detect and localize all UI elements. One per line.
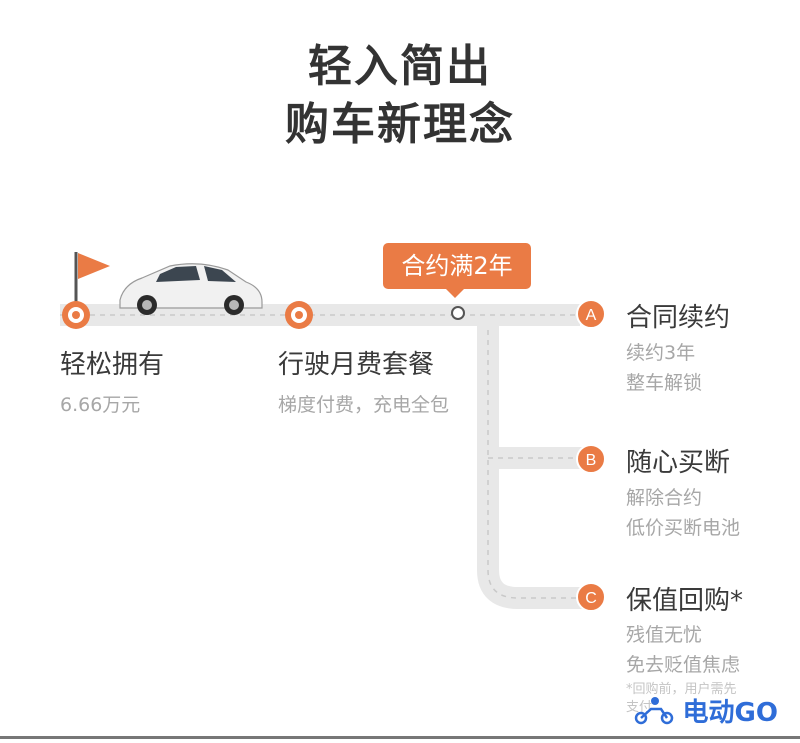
svg-text:A: A [586,307,597,324]
step-2-subtitle: 梯度付费，充电全包 [278,394,450,416]
car-icon [119,263,263,315]
option-b-line-1: 解除合约 [626,487,703,509]
junction-node [451,306,465,320]
scooter-rider-icon [634,697,673,725]
badge-c: C [576,582,606,612]
road-dashes [60,314,580,599]
bottom-divider [0,736,800,739]
svg-text:C: C [585,590,597,607]
page-title-line-2: 购车新理念 [285,99,515,150]
footnote-line-1: *回购前，用户需先 [626,682,737,697]
contract-term-bubble: 合约满2年 [383,243,531,298]
badge-a: A [576,299,606,329]
start-node [62,252,110,329]
step-1-price: 6.66万元 [60,394,141,416]
badge-b: B [576,444,606,474]
step-1-title: 轻松拥有 [60,350,165,380]
option-a-line-2: 整车解锁 [626,372,703,394]
option-b-line-2: 低价买断电池 [626,517,741,539]
logo-text: 电动GO [682,697,778,728]
page-title-line-1: 轻入简出 [308,41,492,92]
flag-icon [78,253,110,279]
option-b-title: 随心买断 [626,448,731,478]
step-2-title: 行驶月费套餐 [278,350,435,380]
option-a-line-1: 续约3年 [626,342,696,364]
monthly-node [285,301,313,329]
option-c-line-1: 残值无忧 [626,624,703,646]
option-c-line-2: 免去贬值焦虑 [626,654,741,676]
footnote-line-2: 支付 [626,700,653,715]
svg-text:B: B [586,452,597,469]
option-a-title: 合同续约 [626,303,731,333]
brand-logo: 电动GO [631,690,778,730]
option-c-title: 保值回购* [626,586,744,616]
